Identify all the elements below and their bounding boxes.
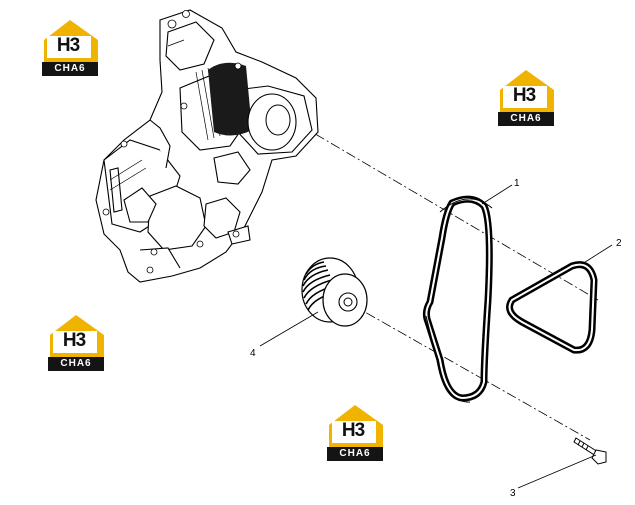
watermark-logo: H3 CHA6 [48,313,110,375]
callout-4: 4 [250,348,256,359]
callout-1: 1 [514,178,520,189]
watermark-mark: H3 [341,420,365,441]
callout-leaders [259,184,613,489]
watermark-mark: H3 [62,330,86,351]
watermark-logo: H3 CHA6 [498,68,560,130]
callout-3: 3 [510,488,516,499]
housing-bolts [102,10,242,274]
watermark-caption: CHA6 [48,357,104,371]
watermark-mark: H3 [512,85,536,106]
drive-belt-long [422,195,493,403]
watermark-caption: CHA6 [42,62,98,76]
callout-2: 2 [616,238,622,249]
fan-pulley-band [208,62,297,151]
watermark-mark: H3 [56,35,80,56]
idler-pulley [301,257,368,327]
drive-belt-short [506,261,598,354]
watermark-caption: CHA6 [498,112,554,126]
watermark-caption: CHA6 [327,447,383,461]
watermark-logo: H3 CHA6 [42,18,104,80]
mounting-bolt [573,437,607,465]
watermark-logo: H3 CHA6 [327,403,389,465]
